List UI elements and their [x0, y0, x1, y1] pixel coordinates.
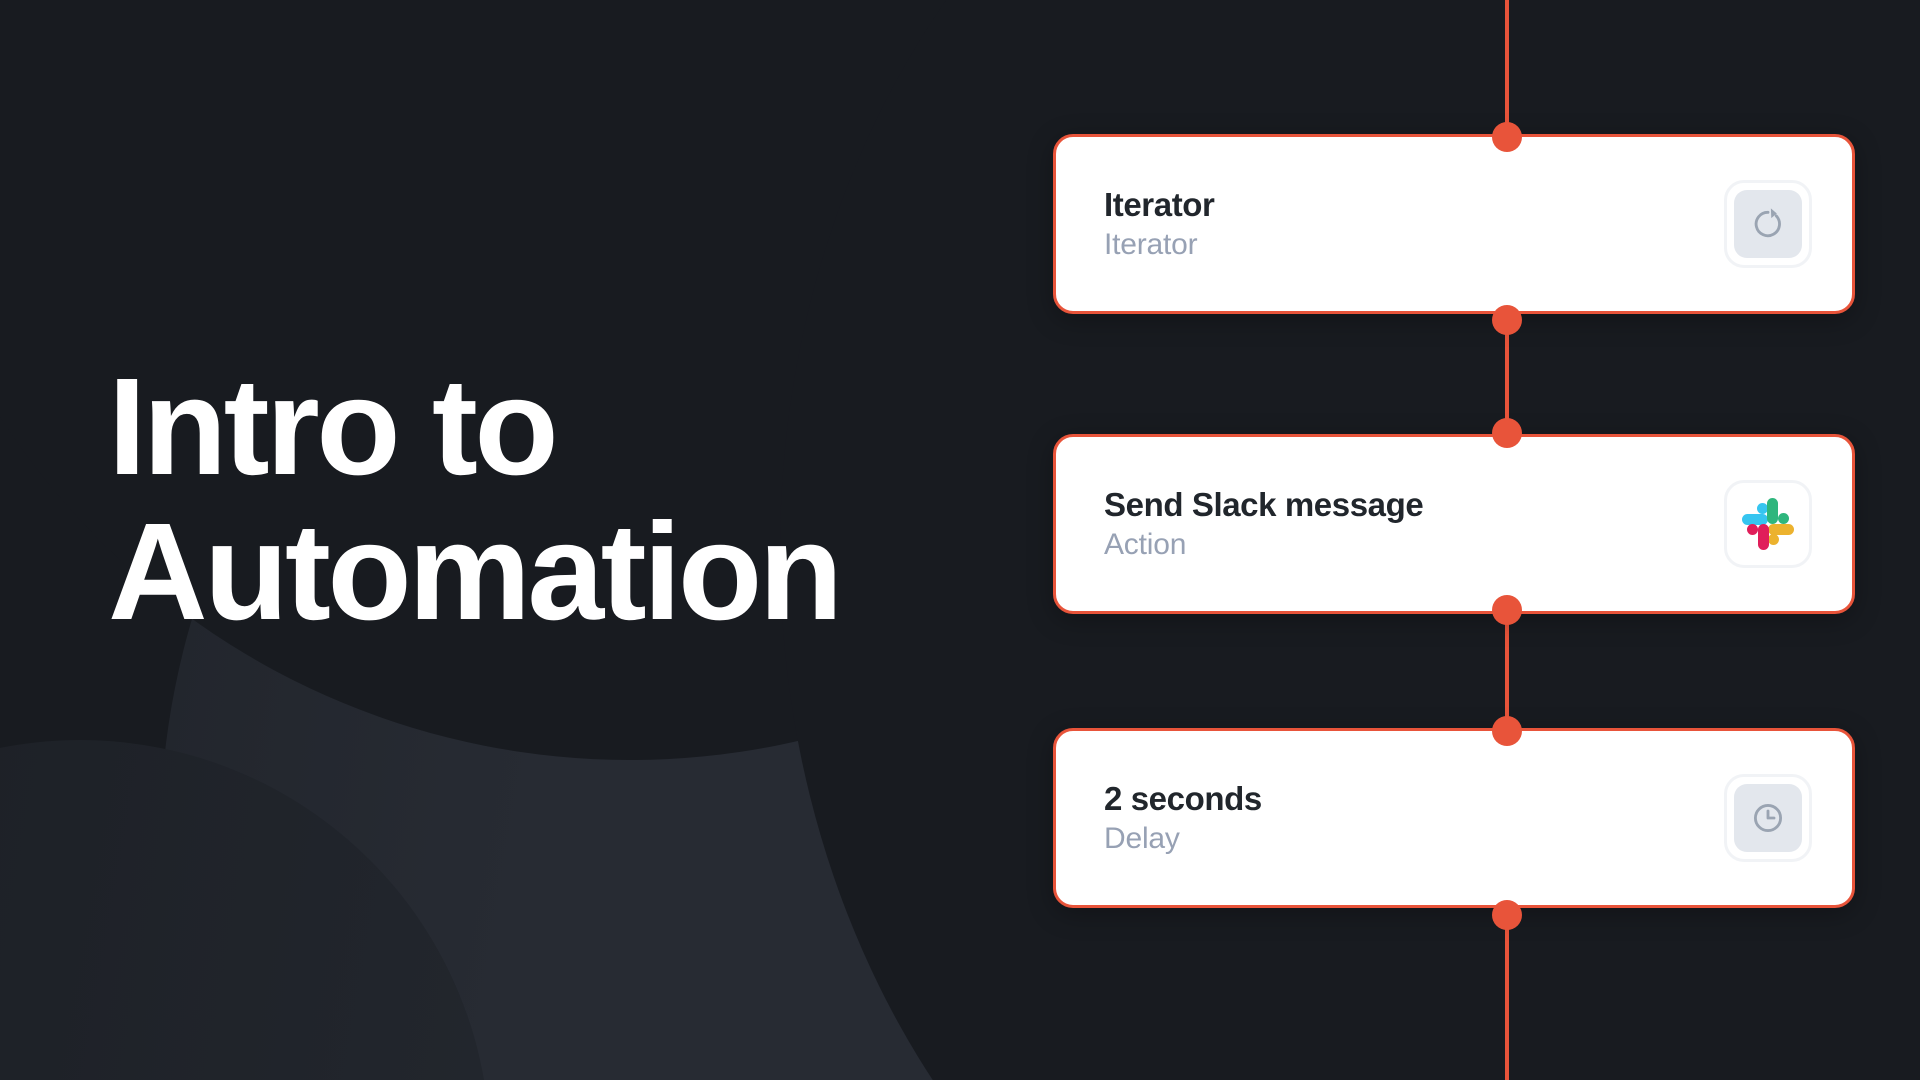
- flow-step-title: Iterator: [1104, 185, 1215, 223]
- flow-step-text: 2 seconds Delay: [1104, 780, 1262, 856]
- flow-step-card-iterator[interactable]: Iterator Iterator: [1053, 134, 1855, 314]
- background-circle-bottom-left: [0, 740, 490, 1080]
- connector-line-top: [1505, 0, 1509, 140]
- flow-step-subtitle: Action: [1104, 527, 1187, 561]
- connector-line-bottom: [1505, 912, 1509, 1080]
- connector-dot-card2-bottom: [1492, 595, 1522, 625]
- flow-step-card-slack[interactable]: Send Slack message Action: [1053, 434, 1855, 614]
- flow-step-text: Send Slack message Action: [1104, 485, 1424, 562]
- connector-dot-card2-top: [1492, 418, 1522, 448]
- connector-dot-card1-bottom: [1492, 305, 1522, 335]
- slack-logo-icon: [1734, 490, 1802, 558]
- connector-dot-top: [1492, 122, 1522, 152]
- flow-step-icon-chip[interactable]: [1724, 480, 1812, 568]
- connector-dot-card3-bottom: [1492, 900, 1522, 930]
- repeat-loop-icon: [1734, 190, 1802, 258]
- page-title: Intro to Automation: [108, 350, 843, 649]
- flow-step-title: Send Slack message: [1104, 485, 1424, 523]
- flow-step-text: Iterator Iterator: [1104, 186, 1215, 262]
- flow-step-subtitle: Iterator: [1104, 227, 1198, 261]
- connector-line-1-to-2: [1505, 318, 1509, 438]
- flow-step-icon-chip[interactable]: [1724, 774, 1812, 862]
- connector-dot-card3-top: [1492, 716, 1522, 746]
- automation-flow: Iterator Iterator Send Slack message Act…: [1053, 0, 1863, 1080]
- connector-line-2-to-3: [1505, 608, 1509, 730]
- flow-step-card-delay[interactable]: 2 seconds Delay: [1053, 728, 1855, 908]
- flow-step-subtitle: Delay: [1104, 821, 1180, 855]
- flow-step-title: 2 seconds: [1104, 779, 1262, 817]
- clock-icon: [1734, 784, 1802, 852]
- flow-step-icon-chip[interactable]: [1724, 180, 1812, 268]
